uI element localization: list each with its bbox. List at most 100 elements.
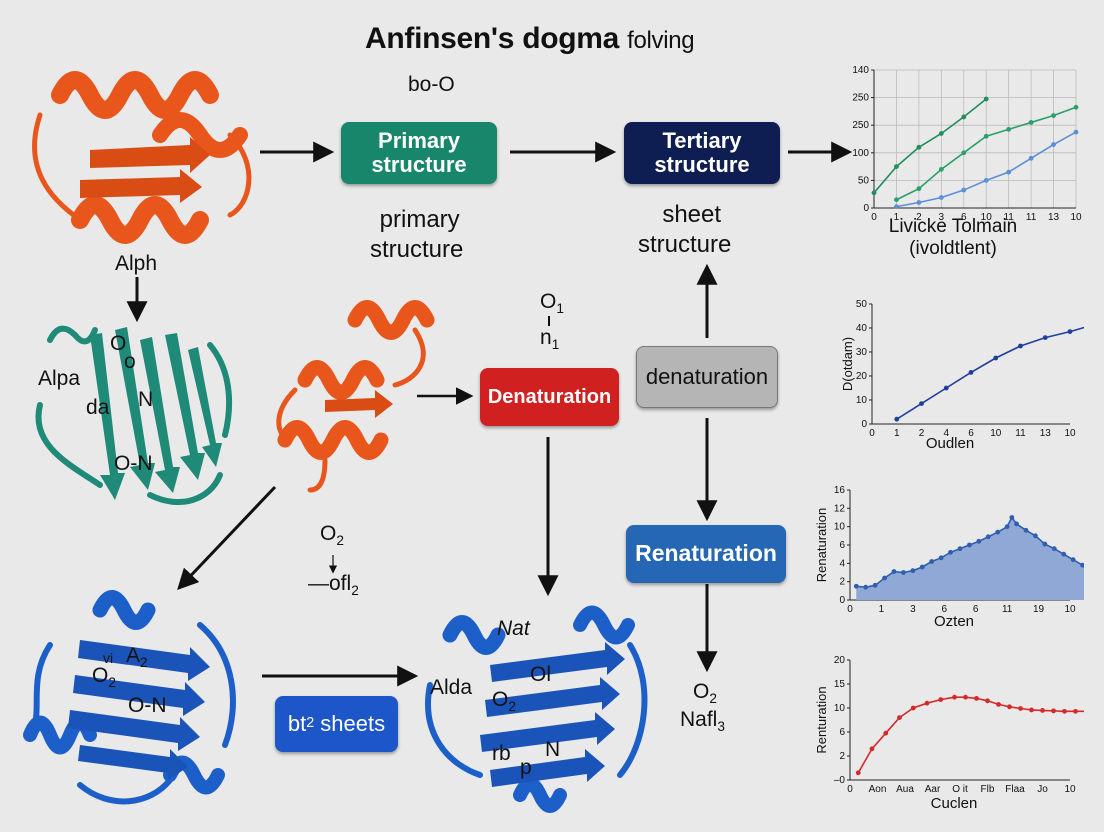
data-point (871, 190, 877, 196)
primary-box-line1: Primary (378, 127, 460, 153)
data-point (948, 549, 953, 555)
n1-sub: 1 (551, 337, 560, 353)
data-point (916, 186, 922, 192)
data-point (961, 114, 967, 120)
rb-label: rb (492, 742, 511, 765)
data-point (1051, 142, 1056, 147)
y-tick-label: 10 (856, 395, 868, 406)
data-point (1062, 708, 1067, 714)
data-point (1051, 113, 1056, 118)
x-tick-label: 1 (879, 604, 885, 615)
x-tick-label: 10 (990, 428, 1002, 439)
o-top-label: O (110, 332, 127, 355)
data-point (1040, 708, 1045, 713)
data-point (894, 197, 899, 203)
series-line (857, 696, 1084, 774)
x-tick-label: 3 (910, 604, 916, 615)
data-point (976, 538, 982, 544)
data-point (1029, 707, 1034, 713)
data-point (938, 697, 944, 702)
alph-label: Alph (115, 252, 158, 275)
x-tick-label: 13 (1040, 428, 1052, 439)
renaturation-box[interactable]: Renaturation (626, 525, 786, 583)
x-tick-label: 11 (1026, 212, 1037, 223)
protein-ribbon-teal (35, 325, 233, 506)
y-tick-label: 4 (839, 558, 845, 569)
o1-label: O1 (540, 290, 564, 316)
bo-o-label: bo-O (408, 73, 455, 96)
nafl3-main: Nafl (680, 708, 718, 731)
on-bottom-left-label: O-N (128, 694, 167, 717)
protein-ribbon-orange-center (276, 300, 435, 493)
a2-main: A (126, 644, 141, 667)
data-point (894, 416, 900, 422)
series-line (873, 98, 987, 194)
data-point (1007, 704, 1012, 710)
data-point (957, 546, 963, 552)
x-axis-label: Livicke Tolmain (889, 216, 1017, 237)
a2-label: A2 (126, 644, 148, 670)
data-point (983, 178, 989, 183)
data-point (872, 582, 878, 588)
primary-structure-box[interactable]: Primary structure (341, 122, 497, 184)
data-point (938, 555, 944, 561)
n-left-label: N (138, 388, 154, 411)
protein-ribbon-blue-center (425, 605, 648, 813)
data-point (1051, 546, 1057, 552)
y-tick-label: 10 (834, 522, 846, 533)
denaturation-grey-box[interactable]: denaturation (636, 346, 778, 408)
y-tick-label: 12 (834, 503, 846, 514)
data-point (995, 529, 1001, 535)
data-point (1006, 169, 1012, 175)
data-point (1028, 155, 1034, 161)
alda-label: Alda (430, 676, 473, 699)
tertiary-box-line1: Tertiary (662, 127, 742, 153)
nat-label: Nat (497, 617, 530, 640)
ofl2-label: —ofl2 (308, 572, 359, 598)
data-point (1028, 120, 1034, 125)
data-point (1014, 521, 1019, 527)
primary-caption-line2: structure (370, 236, 464, 263)
primary-caption-line1: primary (379, 206, 460, 233)
o1-connector (548, 316, 550, 326)
title-main: Anfinsen's dogma (365, 22, 620, 55)
y-tick-label: 100 (852, 148, 869, 159)
x-tick-label: 3 (939, 212, 945, 223)
x-tick-label: Aar (925, 784, 941, 795)
y-tick-label: 20 (856, 371, 868, 382)
tertiary-box-line2: structure (654, 152, 750, 177)
data-point (1061, 551, 1067, 557)
x-tick-label: 0 (847, 604, 853, 615)
sheet-caption-line2: structure (638, 231, 732, 258)
data-point (1033, 533, 1038, 539)
data-point (938, 131, 944, 136)
y-tick-label: 30 (856, 347, 868, 358)
x-axis-label: Ozten (934, 613, 974, 630)
data-point (961, 187, 967, 193)
x-tick-label: 6 (973, 604, 979, 615)
data-point (897, 715, 902, 720)
protein-ribbon-orange-top (32, 71, 252, 244)
data-point (1073, 129, 1079, 135)
data-point (924, 700, 930, 706)
data-point (983, 96, 989, 102)
x-tick-label: 4 (943, 428, 949, 439)
data-point (1067, 329, 1073, 334)
y-axis-label: Renturation (814, 686, 829, 753)
x-tick-label: Aua (896, 784, 914, 795)
y-axis-label: Renaturation (814, 508, 829, 582)
data-point (968, 370, 974, 375)
o2-mid-label: O2 (320, 522, 344, 548)
data-point (938, 195, 944, 200)
n1-label: n1 (540, 326, 559, 352)
denaturation-red-box[interactable]: Denaturation (480, 368, 619, 426)
o2-bc-main: O (492, 688, 509, 711)
tertiary-structure-box[interactable]: Tertiary structure (624, 122, 780, 184)
vi-label: vi (103, 650, 114, 666)
x-tick-label: 19 (1033, 604, 1045, 615)
